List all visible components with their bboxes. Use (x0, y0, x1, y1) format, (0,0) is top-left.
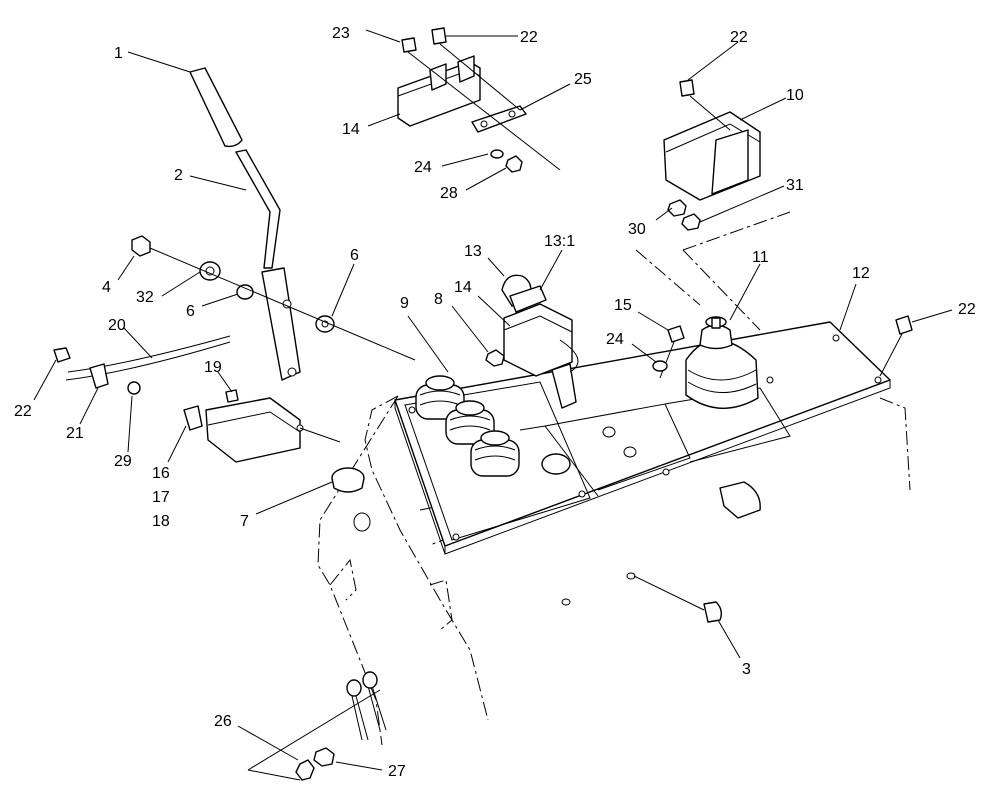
callout-6a: 6 (186, 303, 195, 320)
callout-22a: 22 (14, 403, 32, 420)
lever-and-knob (189, 67, 301, 381)
wire-terminals (247, 671, 387, 781)
callout-8: 8 (434, 291, 443, 308)
callout-20: 20 (108, 317, 126, 334)
leader-lines (33, 29, 953, 771)
callout-14a: 14 (342, 121, 360, 138)
callout-24b: 24 (606, 331, 624, 348)
callout-19: 19 (204, 359, 222, 376)
left-hardware (131, 235, 416, 361)
callout-30: 30 (628, 221, 646, 238)
callout-10: 10 (786, 87, 804, 104)
callout-9: 9 (400, 295, 409, 312)
callout-1: 1 (114, 45, 123, 62)
callout-32: 32 (136, 289, 154, 306)
callout-12: 12 (852, 265, 870, 282)
callout-22c: 22 (730, 29, 748, 46)
right-switch-assembly (663, 79, 761, 231)
callout-14b: 14 (454, 279, 472, 296)
callout-25: 25 (574, 71, 592, 88)
callout-2: 2 (174, 167, 183, 184)
callout-29: 29 (114, 453, 132, 470)
callout-6b: 6 (350, 247, 359, 264)
callout-16: 16 (152, 465, 170, 482)
cable-and-clamp (53, 335, 231, 395)
callout-17: 17 (152, 489, 170, 506)
callout-23: 23 (332, 25, 350, 42)
plug (331, 467, 365, 493)
callout-31: 31 (786, 177, 804, 194)
callout-28: 28 (440, 185, 458, 202)
callout-15: 15 (614, 297, 632, 314)
right-hardware (633, 315, 913, 623)
callout-13: 13 (464, 243, 482, 260)
control-panel (353, 321, 891, 606)
callout-labels: 1 2 3 4 6 6 7 8 9 10 11 12 13 13:1 14 14… (14, 25, 976, 780)
callout-13-1: 13:1 (544, 233, 575, 250)
callout-11: 11 (752, 249, 769, 266)
top-switch-assembly (397, 27, 561, 173)
callout-7: 7 (240, 513, 249, 530)
callout-24a: 24 (414, 159, 432, 176)
callout-18: 18 (152, 513, 170, 530)
callout-27: 27 (388, 763, 406, 780)
callout-21: 21 (66, 425, 84, 442)
hydraulic-lever-boots (415, 375, 520, 477)
callout-22d: 22 (958, 301, 976, 318)
callout-22b: 22 (520, 29, 538, 46)
relay-assembly (485, 274, 579, 409)
switch-bracket (183, 389, 341, 463)
traction-lever-boot (685, 316, 759, 409)
callout-26: 26 (214, 713, 232, 730)
callout-3: 3 (742, 661, 751, 678)
callout-4: 4 (102, 279, 111, 296)
